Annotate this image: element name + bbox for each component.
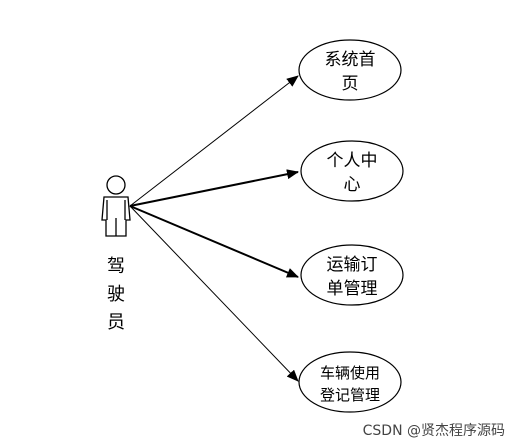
association-arrow-profile <box>129 169 299 207</box>
use-case-home-label-2: 页 <box>342 74 359 94</box>
use-case-orders-label-2: 单管理 <box>327 279 378 299</box>
use-case-profile[interactable] <box>300 140 404 202</box>
watermark: CSDN @贤杰程序源码 <box>362 423 505 439</box>
use-case-orders[interactable] <box>300 244 404 306</box>
use-case-home-label-1: 系统首 <box>325 50 376 70</box>
actor-body <box>101 196 131 237</box>
actor-label-3: 员 <box>107 312 125 333</box>
actor-label-1: 驾 <box>107 256 125 277</box>
use-case-profile-label-2: 心 <box>344 175 361 195</box>
use-case-vehicle-label-1: 车辆使用 <box>320 364 380 382</box>
use-case-vehicle-label-2: 登记管理 <box>320 386 380 404</box>
association-arrow-orders <box>129 205 299 278</box>
use-case-vehicle[interactable] <box>298 351 402 413</box>
use-case-profile-label-1: 个人中 <box>327 151 378 171</box>
actor-figure <box>101 175 131 237</box>
use-case-home[interactable] <box>298 39 402 101</box>
actor-label-2: 驶 <box>107 284 125 305</box>
association-arrow-home <box>129 75 299 207</box>
use-case-orders-label-1: 运输订 <box>327 255 378 275</box>
actor-head <box>106 175 126 195</box>
association-arrow-vehicle <box>129 205 299 382</box>
